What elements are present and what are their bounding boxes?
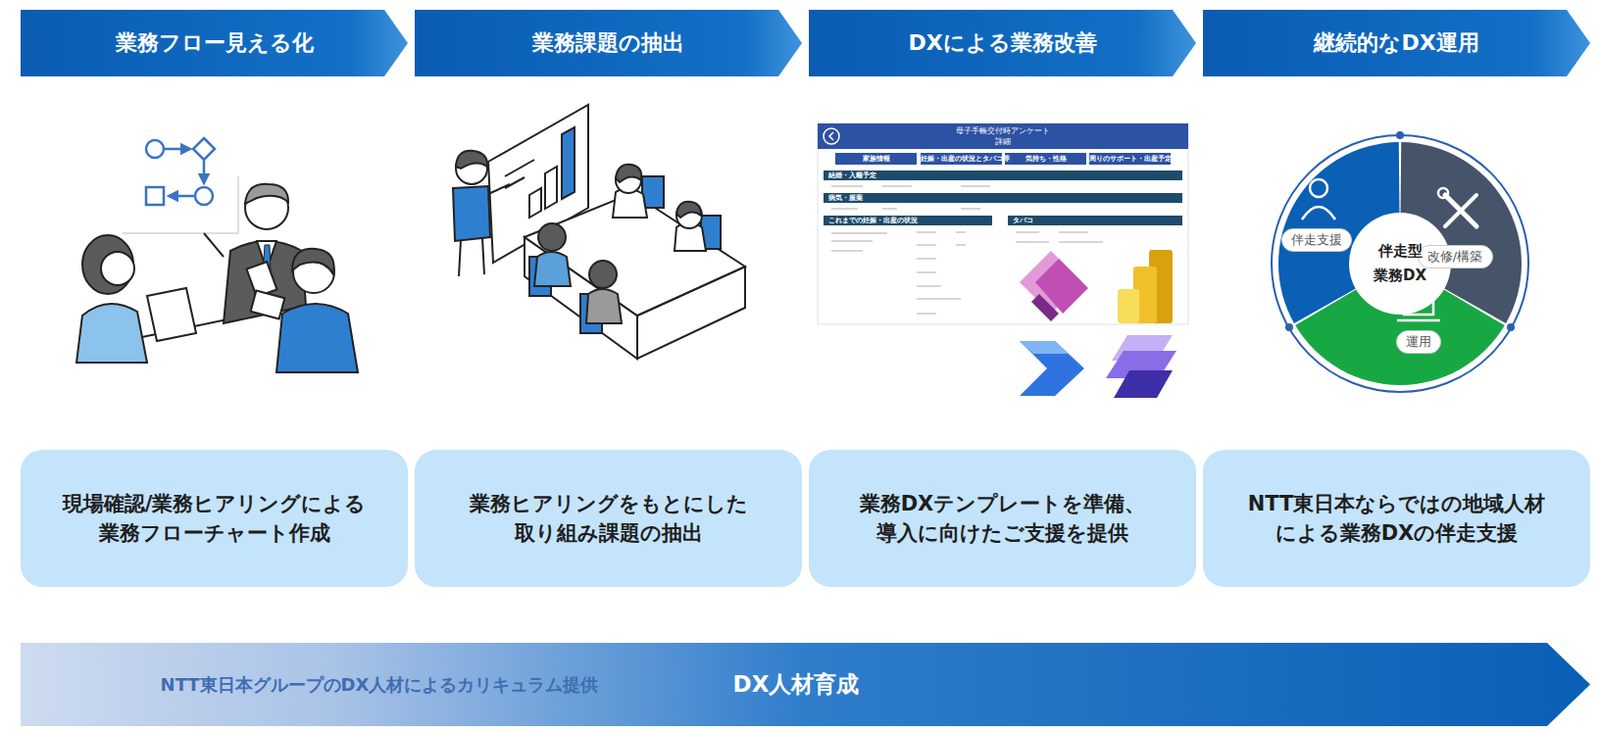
node-text: 業務フロー見える化 [115, 28, 314, 58]
step-description: 業務ヒアリングをもとにした 取り組み課題の抽出 [414, 450, 802, 588]
ring-pill: 伴走支援 [1281, 228, 1352, 252]
tools-icon [1438, 188, 1477, 227]
node-text: 現場確認/業務ヒアリングによる 業務フローチャート作成 [32, 489, 397, 550]
step-header: 業務課題の抽出 [414, 9, 802, 77]
node-text: NTT東日本グループのDX人材によるカリキュラム提供 [160, 673, 600, 698]
meeting-people [76, 184, 358, 373]
screen-text: これまでの妊娠・出産の状況 [828, 215, 991, 226]
node-text: 業務ヒアリングをもとにした 取り組み課題の抽出 [426, 489, 791, 550]
shape-fill [20, 9, 408, 77]
frame-line [122, 176, 239, 234]
app-screenshot [817, 123, 1189, 325]
shape-fill [808, 9, 1197, 77]
flow-icon [146, 138, 215, 205]
step-header: 継続的なDX運用 [1202, 9, 1591, 77]
node-text: 業務DXテンプレートを準備、 導入に向けたご支援を提供 [820, 489, 1185, 550]
node-text: DXによる業務改善 [907, 28, 1097, 58]
node-text: NTT東日本ならではの地域人材 による業務DXの伴走支援 [1214, 489, 1579, 550]
step-description: 現場確認/業務ヒアリングによる 業務フローチャート作成 [20, 450, 408, 588]
ring-diagram [1271, 131, 1529, 393]
workshop-people [452, 104, 746, 359]
step-header: DXによる業務改善 [808, 9, 1197, 77]
node-text: DX人材育成 [733, 669, 860, 700]
step-description: NTT東日本ならではの地域人材 による業務DXの伴走支援 [1202, 450, 1591, 588]
step-header: 業務フロー見える化 [20, 9, 408, 77]
screen-text: 結婚・入籍予定 [828, 170, 1025, 181]
screen-text: 周りのサポート・出産予定 [1089, 153, 1171, 164]
shape-fill [1202, 9, 1591, 77]
ring-pill: 改修/構築 [1417, 245, 1494, 269]
training-band: NTT東日本グループのDX人材によるカリキュラム提供 DX人材育成 [20, 643, 1591, 727]
copilot-studio-logo [1105, 335, 1177, 399]
screen-text: 病気・服薬 [828, 193, 1025, 203]
person-icon [1301, 179, 1336, 220]
power-bi-logo [1117, 250, 1173, 324]
power-apps-logo [1019, 250, 1089, 322]
screen-text: 母子手帳交付時アンケート [817, 125, 1189, 137]
shape-fill [414, 9, 802, 77]
shape-fill [20, 643, 1591, 727]
screen-text: 詳細 [817, 136, 1189, 148]
screen-text: 気持ち・性格 [1004, 153, 1087, 164]
ring-pill: 運用 [1396, 330, 1442, 354]
power-automate-logo [1019, 341, 1085, 397]
step-description: 業務DXテンプレートを準備、 導入に向けたご支援を提供 [808, 450, 1197, 588]
node-text: 運用 [1405, 333, 1432, 351]
screen-text: 家族情報 [835, 153, 917, 164]
node-text: 継続的なDX運用 [1313, 28, 1479, 58]
screen-text: タバコ [1012, 215, 1180, 226]
screen-text: 妊娠・出産の状況とタバコ等 [920, 153, 1002, 164]
node-text: 改修/構築 [1427, 248, 1483, 266]
node-text: 業務課題の抽出 [532, 28, 685, 58]
node-text: 伴走支援 [1291, 231, 1343, 250]
